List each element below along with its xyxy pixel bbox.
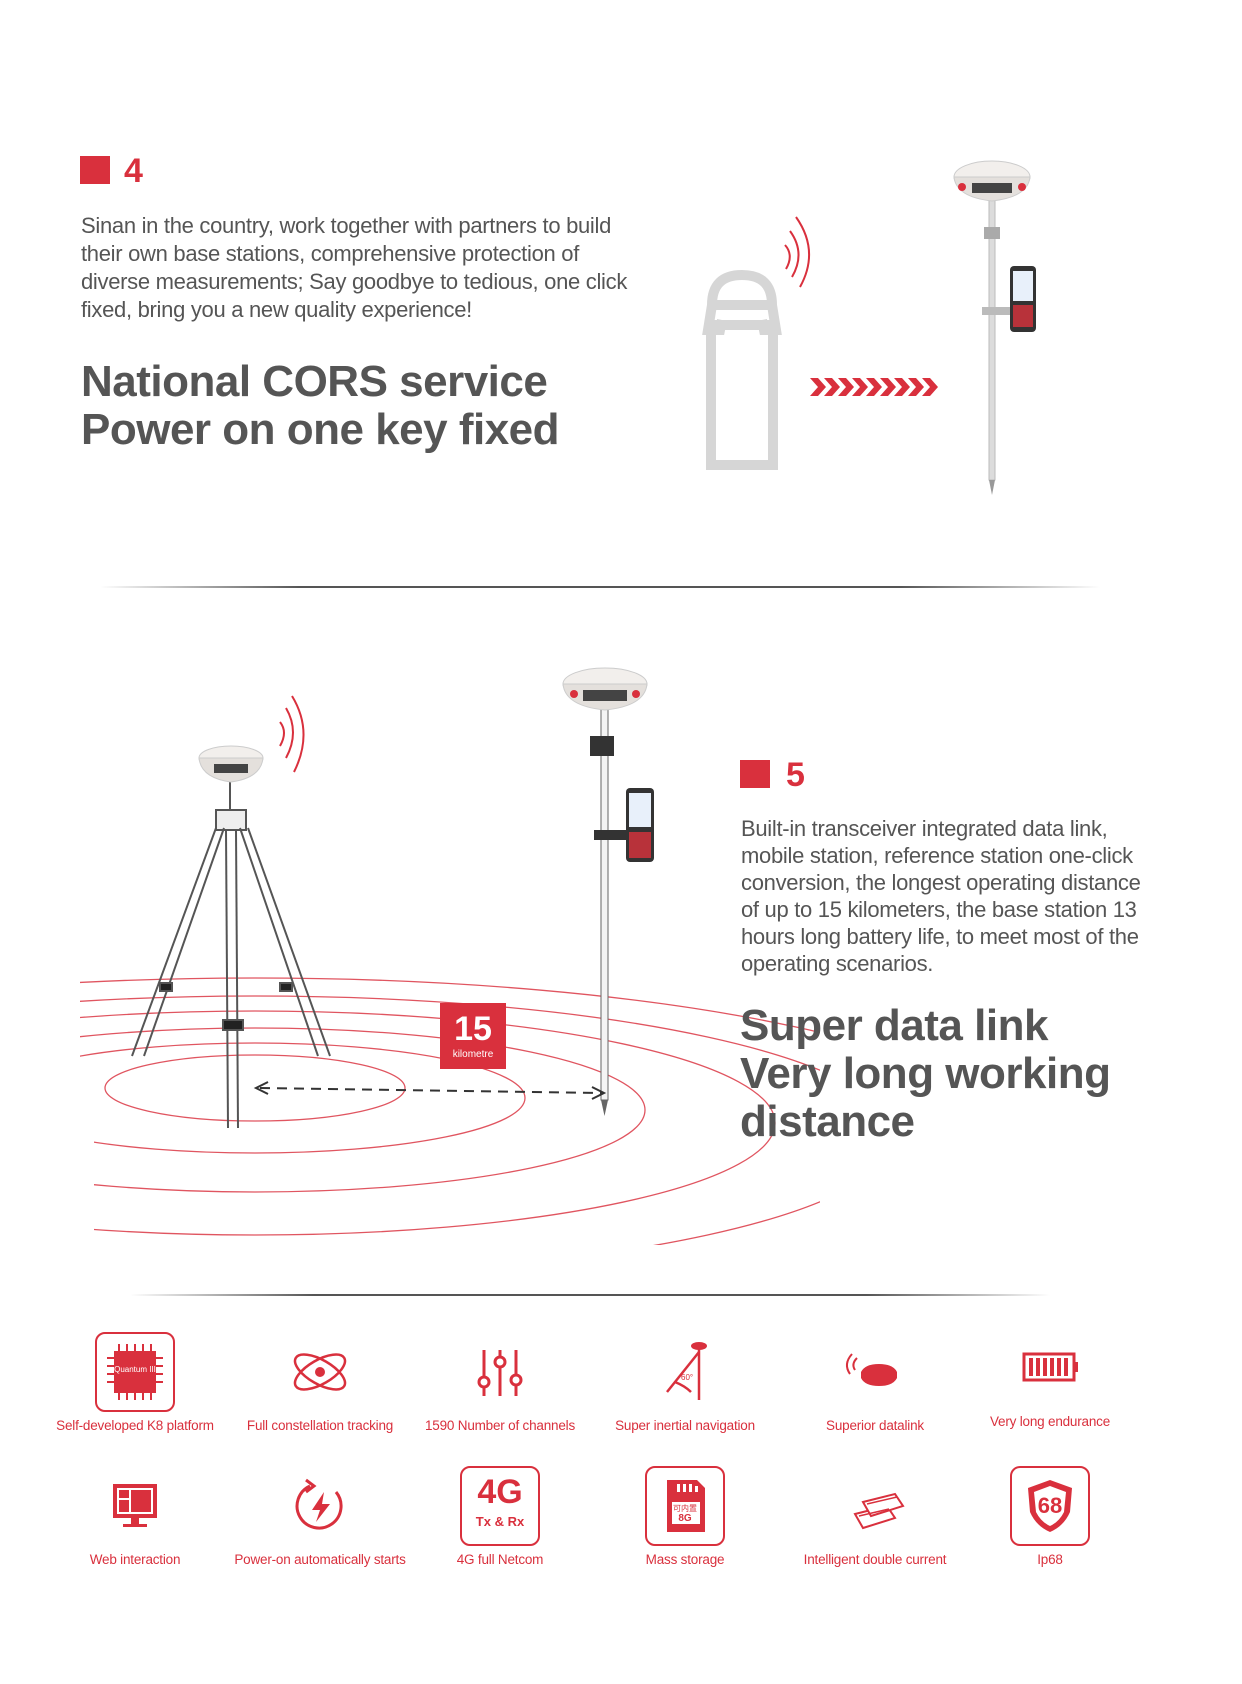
feature-double-current: Intelligent double current — [780, 1466, 970, 1568]
section-4-description: Sinan in the country, work together with… — [81, 212, 641, 324]
card-text-2: 8G — [678, 1513, 692, 1524]
feature-ip68: 68 Ip68 — [955, 1466, 1145, 1568]
cors-illustration — [702, 160, 1036, 495]
feature-datalink: Superior datalink — [780, 1332, 970, 1434]
feature-constellation: Full constellation tracking — [225, 1332, 415, 1434]
section-5-headline: Super data link Very long working distan… — [740, 1001, 1111, 1146]
tripod-icon — [131, 780, 331, 1129]
section-divider — [130, 1294, 1050, 1296]
feature-endurance: Very long endurance — [955, 1332, 1145, 1430]
4g-text: 4G — [477, 1473, 523, 1511]
datalink-illustration — [80, 667, 820, 1245]
headline-line: distance — [740, 1097, 915, 1146]
text-line: of up to 15 kilometers, the base station… — [741, 897, 1137, 922]
section-5-description: Built-in transceiver integrated data lin… — [741, 815, 1181, 977]
feature-label: Superior datalink — [826, 1418, 924, 1433]
chip-label: Quantum III — [114, 1365, 156, 1374]
card-text-1: 可内置 — [673, 1504, 697, 1513]
section-divider — [100, 586, 1100, 588]
feature-channels: 1590 Number of channels — [405, 1332, 595, 1434]
base-station-outline-icon — [702, 269, 782, 470]
distance-value: 15 — [454, 1010, 492, 1048]
signal-waves-icon — [784, 216, 811, 288]
feature-label: Power-on automatically starts — [234, 1552, 406, 1567]
text-line: diverse measurements; Say goodbye to ted… — [81, 269, 628, 294]
feature-label: Super inertial navigation — [615, 1418, 755, 1433]
feature-label: Intelligent double current — [803, 1552, 947, 1567]
feature-label: Mass storage — [645, 1552, 725, 1567]
feature-mass-storage: 可内置 8G Mass storage — [590, 1466, 780, 1568]
distance-badge: 15 kilometre — [440, 1003, 506, 1069]
feature-label: Ip68 — [1037, 1552, 1063, 1567]
feature-label: 1590 Number of channels — [425, 1418, 575, 1433]
text-line: their own base stations, comprehensive p… — [81, 241, 580, 266]
feature-label: Web interaction — [89, 1552, 181, 1567]
battery-icon — [1022, 1352, 1078, 1382]
monitor-icon — [113, 1484, 157, 1527]
text-line: mobile station, reference station one-cl… — [741, 843, 1133, 868]
feature-k8-platform: Quantum III Self-developed K8 platform — [40, 1332, 230, 1434]
feature-auto-start: Power-on automatically starts — [225, 1466, 415, 1568]
base-receiver-icon — [198, 745, 264, 783]
distance-unit: kilometre — [452, 1049, 494, 1060]
feature-label: Full constellation tracking — [246, 1418, 394, 1433]
datalink-icon — [846, 1353, 897, 1386]
angle-label: 60° — [681, 1373, 693, 1382]
section-4-number: 4 — [124, 152, 143, 190]
feature-label: 4G full Netcom — [456, 1552, 544, 1567]
power-refresh-icon — [295, 1478, 343, 1530]
feature-web-interaction: Web interaction — [40, 1466, 230, 1568]
gnss-receiver-icon — [953, 160, 1031, 202]
sd-card-icon: 可内置 8G — [645, 1466, 725, 1546]
range-rings — [80, 977, 820, 1245]
feature-4g: 4G Tx & Rx 4G full Netcom — [405, 1466, 595, 1568]
tilt-pole-icon: 60° — [666, 1342, 707, 1400]
text-line: conversion, the longest operating distan… — [741, 870, 1141, 895]
headline-line: Very long working — [740, 1049, 1111, 1098]
headline-line: Super data link — [740, 1001, 1048, 1050]
txrx-text: Tx & Rx — [475, 1514, 525, 1529]
double-battery-icon — [853, 1492, 905, 1530]
section-4-marker — [80, 156, 110, 184]
feature-inertial-navigation: 60° Super inertial navigation — [590, 1332, 780, 1434]
text-line: operating scenarios. — [741, 951, 934, 976]
text-line: Built-in transceiver integrated data lin… — [741, 816, 1108, 841]
text-line: hours long battery life, to meet most of… — [741, 924, 1139, 949]
arrow-chevrons-icon — [810, 378, 938, 396]
ip-rating-text: 68 — [1037, 1493, 1063, 1518]
feature-label: Very long endurance — [989, 1414, 1111, 1429]
orbit-icon — [293, 1353, 347, 1391]
4g-icon: 4G Tx & Rx — [460, 1466, 540, 1546]
handheld-controller-icon — [626, 788, 654, 862]
headline-line: National CORS service — [81, 357, 548, 406]
signal-waves-icon — [279, 695, 305, 773]
section-5-marker — [740, 760, 770, 788]
headline-line: Power on one key fixed — [81, 405, 560, 454]
distance-arrow — [253, 1081, 607, 1100]
chip-icon: Quantum III — [95, 1332, 175, 1412]
rover-pole-icon — [590, 699, 630, 1116]
section-4-headline: National CORS service Power on one key f… — [81, 357, 560, 454]
text-line: fixed, bring you a new quality experienc… — [81, 297, 472, 322]
feature-label: Self-developed K8 platform — [56, 1418, 214, 1433]
section-5-number: 5 — [786, 756, 805, 794]
rover-pole-icon — [982, 189, 1016, 495]
sliders-icon — [477, 1350, 523, 1396]
text-line: Sinan in the country, work together with… — [81, 213, 612, 238]
handheld-controller-icon — [1010, 266, 1036, 332]
rover-receiver-icon — [562, 667, 648, 711]
shield-icon: 68 — [1010, 1466, 1090, 1546]
